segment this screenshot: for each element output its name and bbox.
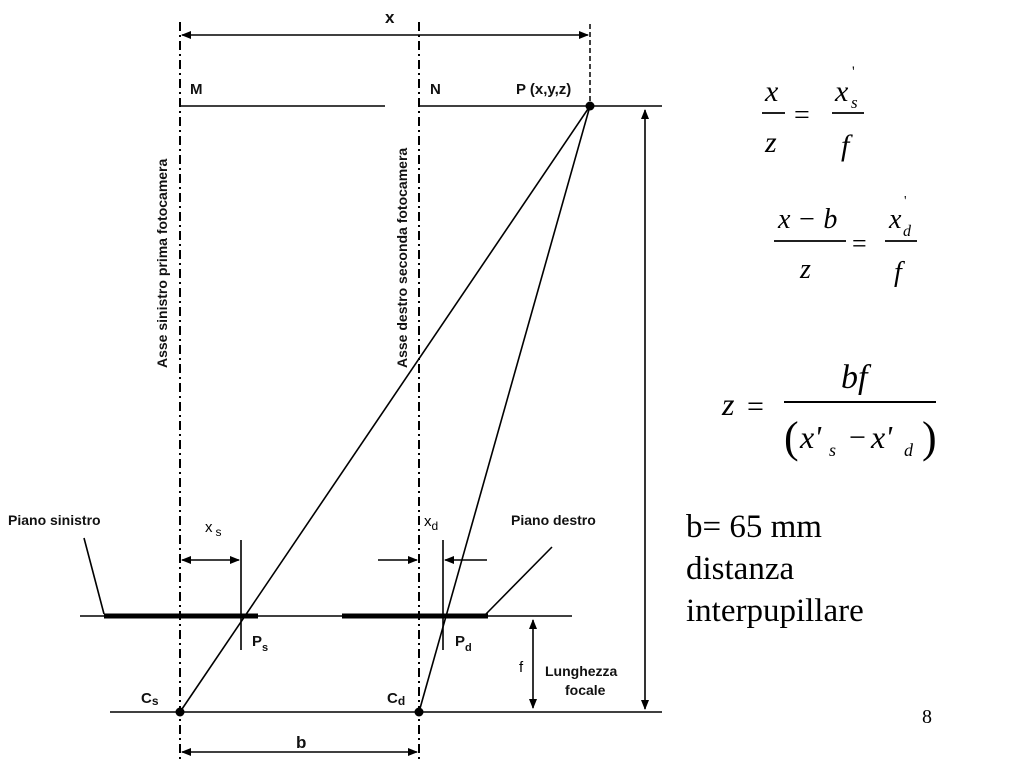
eq2-rsub: d (903, 223, 912, 240)
ps-label: Ps (252, 633, 268, 654)
note-line-2: distanza (686, 551, 795, 587)
eq1-rsub: s (851, 93, 858, 112)
point-p-label: P (x,y,z) (516, 81, 571, 98)
left-axis-label: Asse sinistro prima fotocamera (154, 158, 170, 368)
eq1-den: z (764, 126, 777, 159)
eq3-term-c-sub: d (904, 440, 914, 460)
eq2-rden: f (894, 257, 905, 288)
eq3-minus: − (849, 421, 866, 454)
equation-3: z = bf ( x' s − x' d ) (721, 359, 937, 462)
focal-symbol: f (519, 659, 524, 676)
eq1-num: x (764, 75, 779, 108)
eq3-term-a-sub: s (829, 440, 836, 460)
ray-left (179, 105, 591, 713)
eq2-rsup: ' (904, 194, 907, 209)
equation-1: x z = x ' s f (762, 64, 864, 162)
point-p-dot (585, 101, 595, 111)
eq3-rparen: ) (922, 413, 937, 462)
point-cs-dot (175, 707, 185, 717)
cd-label: Cd (387, 690, 405, 708)
eq2-rnum: x (888, 204, 902, 235)
plane-right-leader (485, 546, 553, 615)
cs-label: Cs (141, 690, 159, 708)
point-n-label: N (430, 81, 441, 98)
xd-label: xd (424, 513, 438, 533)
note-line-3: interpupillare (686, 593, 864, 629)
eq3-term-a: x' (799, 419, 822, 455)
point-cd-dot (414, 707, 424, 717)
plane-left-leader (83, 537, 105, 615)
x-dimension-label: x (385, 8, 395, 27)
baseline-note: b= 65 mm distanza interpupillare (686, 506, 864, 632)
eq2-num: x − b (777, 204, 837, 235)
eq2-equals: = (852, 229, 867, 258)
focal-label-line1: Lunghezza (545, 663, 618, 679)
eq3-lhs: z (721, 386, 735, 422)
eq3-lparen: ( (784, 413, 799, 462)
eq2-den: z (799, 254, 811, 285)
pd-label: Pd (455, 633, 472, 654)
eq1-equals: = (794, 100, 810, 131)
eq3-term-c: x' (870, 419, 893, 455)
right-axis-label: Asse destro seconda fotocamera (394, 148, 410, 368)
b-dimension-label: b (296, 733, 306, 752)
point-m-label: M (190, 81, 203, 98)
ray-right (418, 105, 591, 713)
plane-right-label: Piano destro (511, 512, 596, 528)
eq3-equals: = (747, 390, 764, 423)
eq1-rden: f (841, 129, 853, 162)
equation-2: x − b z = x ' d f (774, 194, 917, 288)
page-number: 8 (922, 706, 932, 728)
note-line-1: b= 65 mm (686, 509, 822, 545)
focal-label-line2: focale (565, 682, 606, 698)
eq3-num: bf (841, 359, 872, 396)
eq1-rnum: x (834, 75, 849, 108)
eq1-rsup: ' (852, 64, 855, 80)
plane-left-label: Piano sinistro (8, 512, 101, 528)
